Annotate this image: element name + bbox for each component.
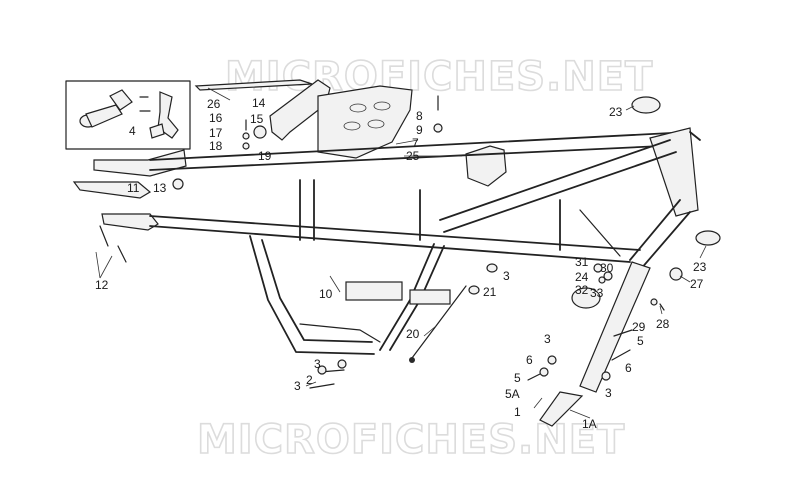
nut-3-lower: [601, 371, 611, 381]
label-6-left: 6: [526, 353, 533, 367]
nut-3-bottom: [317, 365, 327, 375]
label-9: 9: [416, 123, 423, 137]
washer-8: [433, 123, 443, 133]
label-8: 8: [416, 109, 423, 123]
washer-29: [650, 298, 658, 306]
nut-21: [468, 285, 480, 295]
watermark-top: MICROFICHES.NET: [225, 54, 653, 100]
washer-6-left: [539, 367, 549, 377]
label-3-mid: 3: [503, 269, 510, 283]
label-6-right: 6: [625, 361, 632, 375]
label-5-right: 5: [637, 334, 644, 348]
label-2: 2: [306, 373, 313, 387]
label-14: 14: [252, 96, 266, 110]
washer-30: [603, 271, 613, 281]
label-1: 1: [514, 405, 521, 419]
bracket-upper-left: [93, 149, 187, 177]
label-32: 32: [575, 283, 589, 297]
main-frame: [149, 127, 701, 355]
watermark-bottom: MICROFICHES.NET: [197, 417, 625, 463]
label-3-bottom-a: 3: [314, 357, 321, 371]
label-23-top: 23: [609, 105, 623, 119]
label-4: 4: [129, 124, 136, 138]
label-18: 18: [209, 139, 223, 153]
front-leg-1: [539, 261, 651, 427]
nut-3-mid: [486, 263, 498, 273]
washer-18: [242, 142, 250, 150]
cap-23-right: [695, 230, 721, 246]
label-5-left: 5: [514, 371, 521, 385]
washer-17: [242, 132, 250, 140]
label-7: 7: [412, 136, 419, 150]
label-19: 19: [258, 149, 272, 163]
washer-32: [593, 263, 603, 273]
nut-3-right: [547, 355, 557, 365]
bushing-15: [253, 125, 267, 139]
label-1a: 1A: [582, 417, 597, 431]
label-3-upper: 3: [544, 332, 551, 346]
label-29: 29: [632, 320, 646, 334]
label-11: 11: [127, 181, 140, 195]
label-3-bottom-b: 3: [294, 379, 301, 393]
bushing-33: [571, 287, 601, 309]
label-17: 17: [209, 126, 223, 140]
rubber-25: [465, 145, 507, 187]
label-10: 10: [319, 287, 333, 301]
cap-23-top: [631, 96, 661, 114]
label-25: 25: [406, 149, 420, 163]
label-12: 12: [95, 278, 109, 292]
label-26: 26: [207, 97, 221, 111]
label-20: 20: [406, 327, 420, 341]
callout-labels: 26 14 16 15 4 17 18 19 8 9 7 25 23 11 13…: [95, 96, 707, 431]
label-13: 13: [153, 181, 167, 195]
label-16: 16: [209, 111, 223, 125]
label-15: 15: [250, 112, 264, 126]
leader-lines: [95, 87, 707, 419]
label-21: 21: [483, 285, 497, 299]
inset-box-lock-parts: [65, 80, 191, 150]
label-31: 31: [575, 255, 589, 269]
bolts: [99, 95, 665, 389]
label-27: 27: [690, 277, 704, 291]
nut-27: [669, 267, 683, 281]
washer-2: [337, 359, 347, 369]
label-3-right: 3: [605, 386, 612, 400]
bracket-14: [269, 79, 331, 141]
label-5a: 5A: [505, 387, 520, 401]
label-30: 30: [600, 261, 614, 275]
washer-24: [598, 276, 606, 284]
label-24: 24: [575, 270, 589, 284]
nut-13: [172, 178, 184, 190]
label-33: 33: [590, 286, 604, 300]
label-23-right: 23: [693, 260, 707, 274]
label-28: 28: [656, 317, 670, 331]
bracket-11: [72, 181, 152, 199]
